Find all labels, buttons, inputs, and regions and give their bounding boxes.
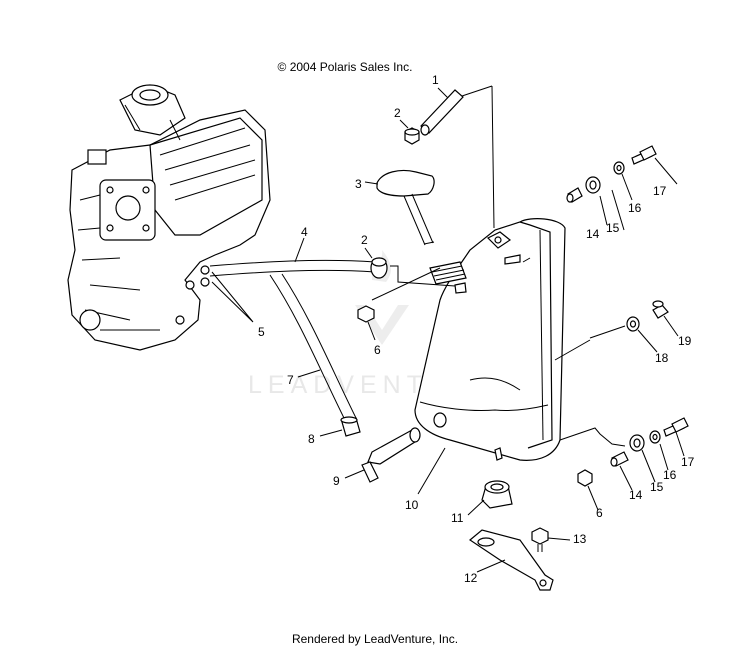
fitting-part-19 [652, 300, 669, 319]
screw-part-13 [531, 527, 549, 552]
hose-4 [209, 259, 376, 277]
callout-2-top: 2 [394, 106, 401, 120]
clamp-part-2-top [404, 127, 420, 145]
callout-16-upper: 16 [628, 201, 642, 215]
hardware-upper [566, 145, 657, 203]
callout-11: 11 [451, 511, 464, 525]
callout-7: 7 [287, 373, 294, 387]
elbow-fitting-part-9 [361, 427, 421, 483]
cap-part-8 [340, 416, 361, 437]
nut-part-6-lower [577, 469, 593, 487]
callout-17-lower: 17 [681, 455, 695, 469]
callout-6-upper: 6 [374, 343, 381, 357]
hose-7 [269, 273, 358, 421]
callout-labels: 1 2 3 4 2 5 6 7 8 9 10 11 12 13 6 14 15 … [258, 73, 695, 585]
callout-4: 4 [301, 225, 308, 239]
callout-18: 18 [655, 351, 669, 365]
callout-3: 3 [355, 177, 362, 191]
callout-15-lower: 15 [650, 480, 664, 494]
callout-9: 9 [333, 474, 340, 488]
callout-10: 10 [405, 498, 419, 512]
callout-14-lower: 14 [629, 488, 643, 502]
engine-assembly [67, 84, 271, 351]
copyright-text: © 2004 Polaris Sales Inc. [277, 60, 413, 74]
callout-6-lower: 6 [596, 506, 603, 520]
callout-19: 19 [678, 334, 692, 348]
oil-tank-part-10 [414, 218, 566, 461]
callout-2-mid: 2 [361, 233, 368, 247]
clamp-part-2-mid [370, 257, 388, 279]
callout-1: 1 [432, 73, 439, 87]
callout-15-upper: 15 [606, 221, 620, 235]
callout-8: 8 [308, 432, 315, 446]
nut-part-6-upper [357, 305, 375, 323]
callout-17-upper: 17 [653, 184, 667, 198]
callout-5: 5 [258, 325, 265, 339]
washer-part-18 [626, 316, 640, 332]
callout-13: 13 [573, 532, 587, 546]
footer-rendered-by: Rendered by LeadVenture, Inc. [291, 632, 459, 646]
hardware-lower [610, 417, 689, 467]
dipstick-part-3 [376, 169, 435, 246]
callout-16-lower: 16 [663, 468, 677, 482]
callout-12: 12 [464, 571, 478, 585]
cap-part-11 [481, 480, 513, 509]
callout-14-upper: 14 [586, 227, 600, 241]
leader-lines [211, 85, 685, 573]
